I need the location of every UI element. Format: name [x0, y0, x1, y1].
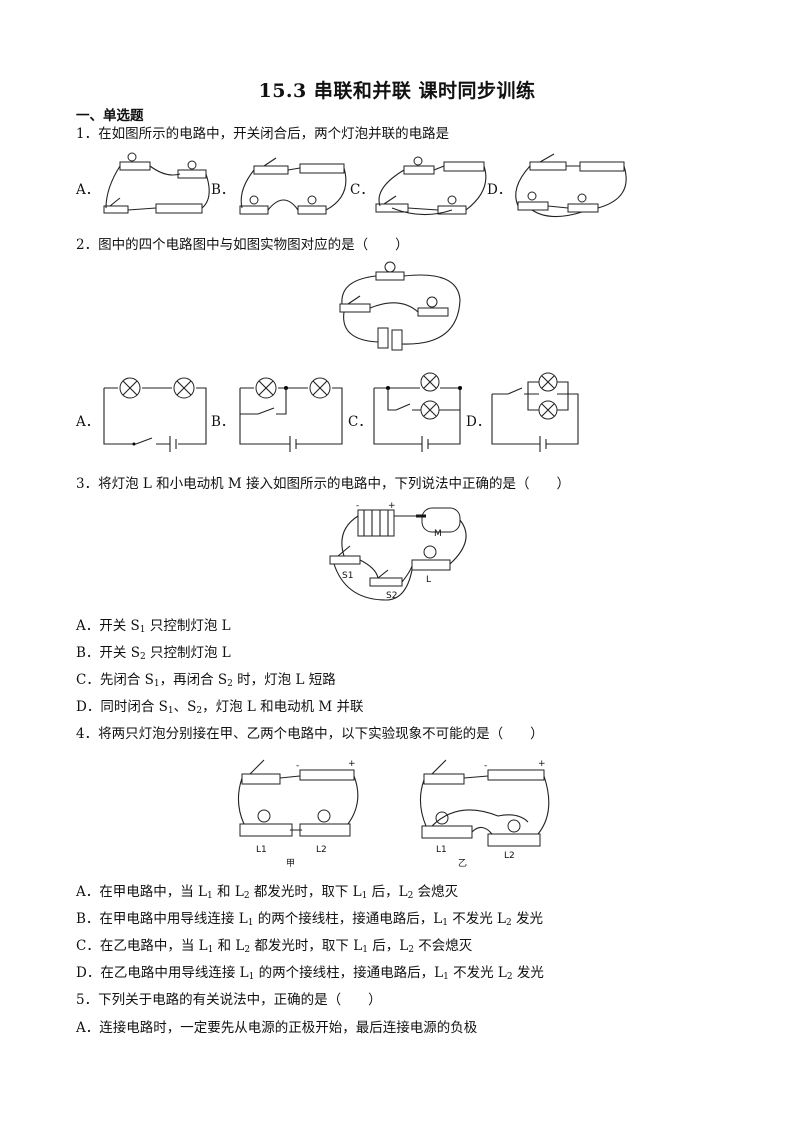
q4-stem: 4．将两只灯泡分别接在甲、乙两个电路中，以下实验现象不可能的是（ ） [76, 726, 544, 742]
q1-figure-a [103, 152, 210, 214]
svg-text:-: - [356, 501, 359, 511]
q1-option-b[interactable]: B． [211, 182, 235, 198]
q1-figure-b [239, 157, 347, 215]
q1-figure-d [515, 153, 627, 218]
q5-option-a[interactable]: A．连接电路时，一定要先从电源的正极开始，最后连接电源的负极 [76, 1020, 478, 1036]
q4-option-a[interactable]: A．在甲电路中，当 L1 和 L2 都发光时，取下 L1 后，L2 会熄灭 [76, 884, 459, 901]
q2-physical-circuit [339, 261, 461, 351]
q1-option-a[interactable]: A． [76, 182, 100, 198]
section-heading: 一、单选题 [76, 108, 144, 124]
q2-option-a[interactable]: A． [76, 414, 100, 430]
svg-text:-: - [296, 761, 299, 771]
q1-option-d[interactable]: D． [487, 182, 512, 198]
q4-option-b[interactable]: B．在甲电路中用导线连接 L1 的两个接线柱，接通电路后，L1 不发光 L2 发… [76, 911, 544, 928]
q4-option-c[interactable]: C．在乙电路中，当 L1 和 L2 都发光时，取下 L1 后，L2 不会熄灭 [76, 938, 473, 955]
q3-option-b[interactable]: B．开关 S2 只控制灯泡 L [76, 645, 231, 662]
q3-stem: 3．将灯泡 L 和小电动机 M 接入如图所示的电路中，下列说法中正确的是（ ） [76, 476, 571, 492]
q4-yi-label-l1: L1 [436, 845, 447, 855]
q4-jia-label-l1: L1 [256, 845, 267, 855]
q2-diagram-a [103, 377, 207, 452]
q1-figure-c [375, 156, 487, 216]
q4-label-jia: 甲 [286, 858, 295, 869]
svg-text:+: + [538, 759, 546, 769]
q3-label-m: M [434, 529, 442, 539]
q4-circuit-jia: - + L1 L2 甲 [237, 759, 359, 869]
svg-text:+: + [348, 759, 356, 769]
q3-label-l: L [426, 575, 431, 585]
q3-option-c[interactable]: C．先闭合 S1，再闭合 S2 时，灯泡 L 短路 [76, 672, 336, 689]
q1-option-c[interactable]: C． [350, 182, 374, 198]
q1-stem: 1．在如图所示的电路中，开关闭合后，两个灯泡并联的电路是 [76, 126, 450, 142]
q2-option-d[interactable]: D． [466, 414, 491, 430]
q4-label-yi: 乙 [458, 858, 467, 869]
q5-stem: 5．下列关于电路的有关说法中，正确的是（ ） [76, 992, 382, 1008]
q4-option-d[interactable]: D．在乙电路中用导线连接 L1 的两个接线柱，接通电路后，L1 不发光 L2 发… [76, 965, 544, 982]
q4-jia-label-l2: L2 [316, 845, 327, 855]
svg-text:-: - [484, 761, 487, 771]
svg-text:+: + [388, 501, 396, 511]
q3-physical-circuit: - + M S1 S2 L [329, 501, 467, 601]
q3-label-s2: S2 [386, 591, 397, 601]
page-title: 15.3 串联和并联 课时同步训练 [258, 80, 536, 102]
q2-diagram-b [239, 377, 343, 452]
q2-option-b[interactable]: B． [211, 414, 235, 430]
q2-diagram-c [373, 372, 462, 452]
q2-option-c[interactable]: C． [348, 414, 372, 430]
q4-yi-label-l2: L2 [504, 851, 515, 861]
q3-option-d[interactable]: D．同时闭合 S1、S2，灯泡 L 和电动机 M 并联 [76, 699, 364, 716]
q3-label-s1: S1 [342, 571, 353, 581]
q4-circuit-yi: - + L1 L2 乙 [419, 759, 550, 869]
q3-option-a[interactable]: A．开关 S1 只控制灯泡 L [76, 618, 231, 635]
q2-diagram-d [491, 372, 579, 452]
q2-stem: 2．图中的四个电路图中与如图实物图对应的是（ ） [76, 237, 409, 253]
